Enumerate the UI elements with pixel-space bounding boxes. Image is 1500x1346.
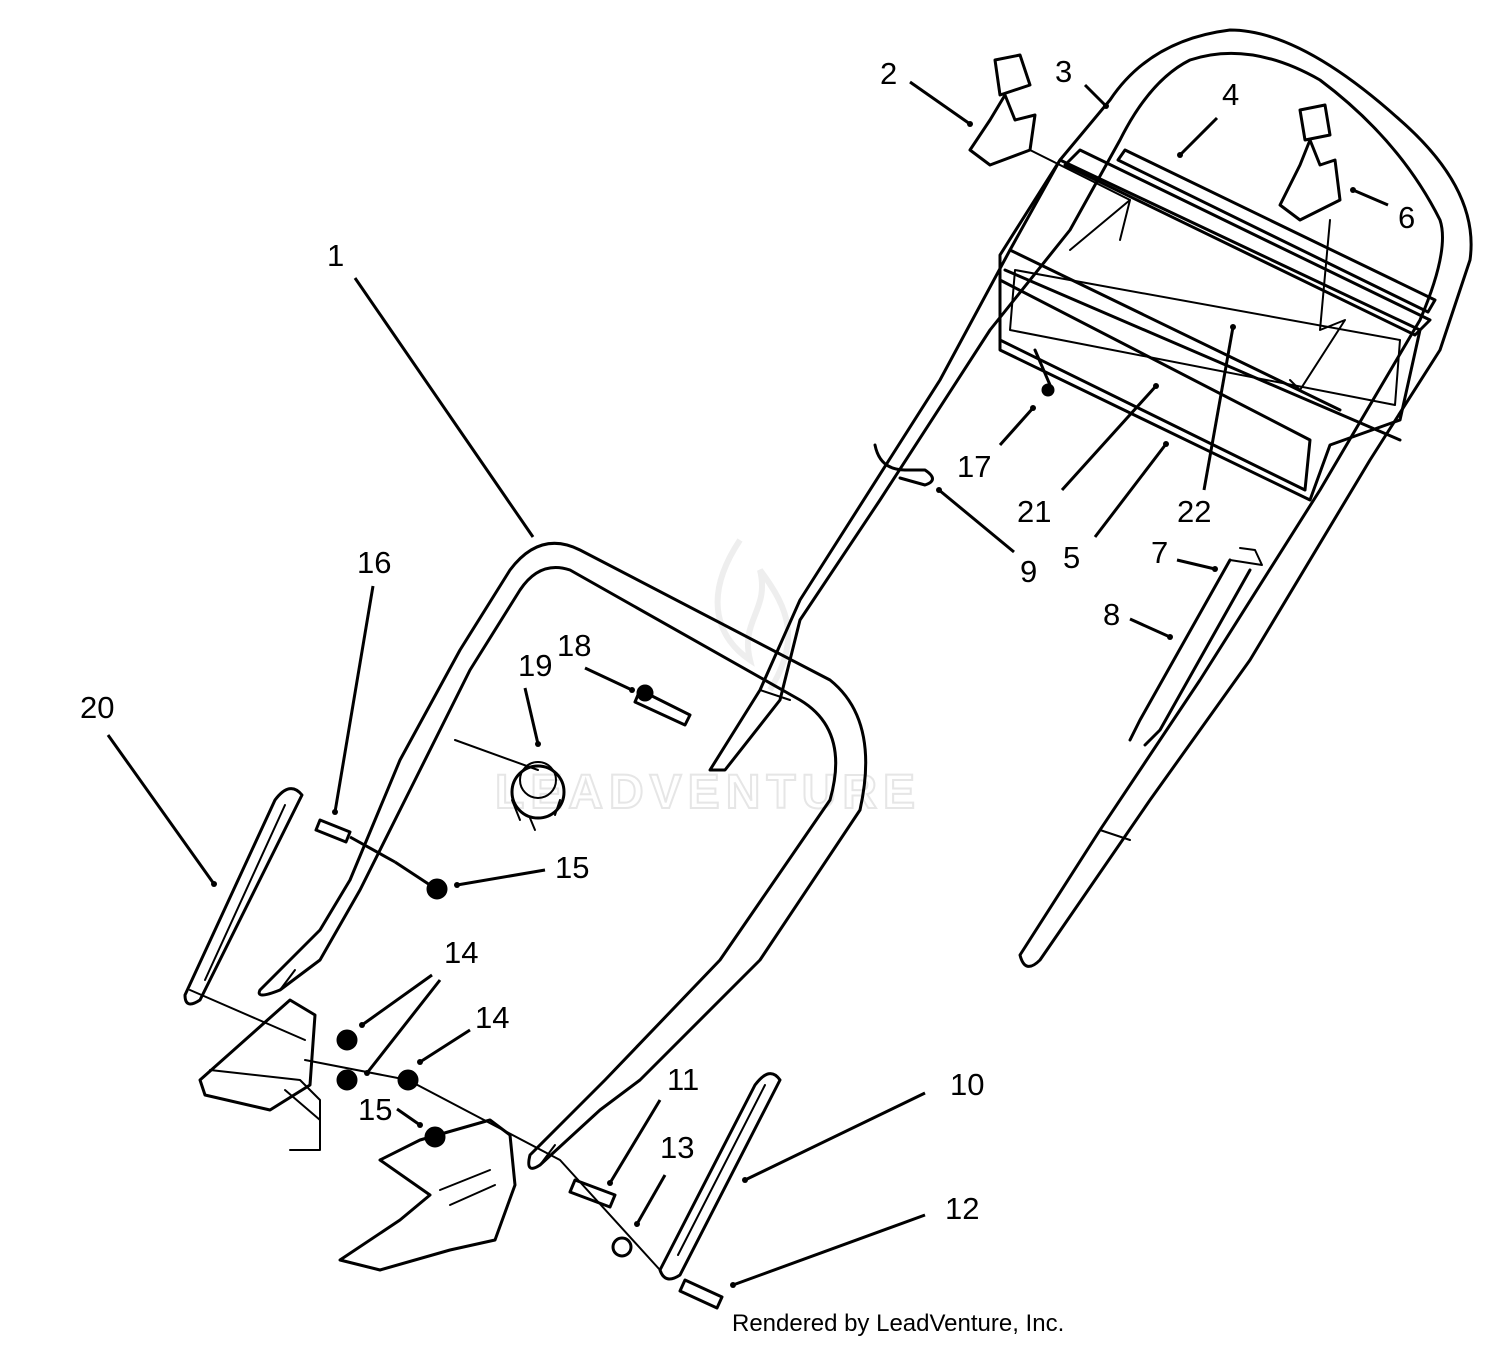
callout-6: 6 [1350, 187, 1415, 235]
callout-14b-label: 14 [475, 1000, 509, 1035]
callout-4: 4 [1177, 77, 1239, 158]
callout-15a-label: 15 [555, 850, 589, 885]
callout-9: 9 [936, 487, 1037, 589]
callout-20: 20 [80, 690, 217, 887]
callout-22-label: 22 [1177, 494, 1211, 529]
callout-1: 1 [327, 238, 535, 538]
callout-18-label: 18 [557, 628, 591, 663]
callout-12-label: 12 [945, 1191, 979, 1226]
assembly-lines [189, 739, 661, 1271]
control-lever-part-2 [968, 53, 1131, 251]
callout-3: 3 [1055, 54, 1109, 109]
callout-10-label: 10 [950, 1067, 984, 1102]
callout-2-label: 2 [880, 56, 897, 91]
bolt-part-18 [633, 684, 692, 727]
panel-decal-part-22 [1009, 269, 1401, 406]
callout-9-label: 9 [1020, 554, 1037, 589]
callout-22: 22 [1177, 324, 1236, 529]
callout-4-label: 4 [1222, 77, 1239, 112]
callout-21-label: 21 [1017, 494, 1051, 529]
bracket-part-10 [658, 1072, 782, 1281]
callout-14b: 14 [417, 1000, 509, 1065]
callout-11: 11 [607, 1062, 699, 1186]
control-lever-part-6 [1278, 103, 1346, 391]
callout-13: 13 [634, 1130, 694, 1227]
callout-13-label: 13 [660, 1130, 694, 1165]
callout-15b-label: 15 [358, 1092, 392, 1127]
callout-5: 5 [1063, 441, 1169, 575]
callout-14a-label: 14 [444, 935, 478, 970]
callout-19-label: 19 [518, 648, 552, 683]
watermark-text: LEADVENTURE [495, 766, 921, 819]
callout-16: 16 [332, 545, 391, 815]
callout-7: 7 [1151, 535, 1218, 572]
control-panel-part-21 [998, 148, 1432, 502]
callout-18: 18 [557, 628, 635, 693]
callout-3-label: 3 [1055, 54, 1072, 89]
bolt-part-17 [1033, 348, 1055, 397]
callout-12: 12 [730, 1191, 979, 1288]
callout-5-label: 5 [1063, 540, 1080, 575]
upper-handle-part-3 [708, 28, 1473, 968]
lower-handle-part-1 [257, 541, 868, 1170]
callout-21: 21 [1017, 383, 1159, 529]
callout-7-label: 7 [1151, 535, 1168, 570]
callout-17-label: 17 [957, 449, 991, 484]
callout-6-label: 6 [1398, 200, 1415, 235]
callout-1-label: 1 [327, 238, 344, 273]
nut-part-15-upper [394, 860, 448, 900]
callout-15a: 15 [454, 850, 589, 888]
callout-17: 17 [957, 405, 1036, 484]
callout-15b: 15 [358, 1092, 423, 1128]
bracket-part-20 [183, 787, 304, 1006]
callout-10: 10 [742, 1067, 984, 1183]
bolt-part-11 [568, 1178, 617, 1209]
bolt-part-12 [678, 1278, 724, 1310]
callout-19: 19 [518, 648, 552, 747]
callout-16-label: 16 [357, 545, 391, 580]
callout-11-label: 11 [667, 1062, 699, 1097]
cable-part-8 [1128, 547, 1263, 747]
carriage-bolt-part-16 [314, 818, 396, 864]
knob-part-19 [510, 761, 566, 831]
cable-clip-part-9 [873, 443, 934, 487]
trim-strip-part-4 [1116, 148, 1437, 314]
callout-8-label: 8 [1103, 597, 1120, 632]
callout-14a: 14 [359, 935, 478, 1076]
callout-20-label: 20 [80, 690, 114, 725]
callout-2: 2 [880, 56, 973, 127]
rendered-by-credit: Rendered by LeadVenture, Inc. [732, 1310, 1065, 1337]
washer-part-13 [611, 1236, 633, 1258]
callout-8: 8 [1103, 597, 1173, 640]
mower-deck-mounts [198, 998, 517, 1272]
